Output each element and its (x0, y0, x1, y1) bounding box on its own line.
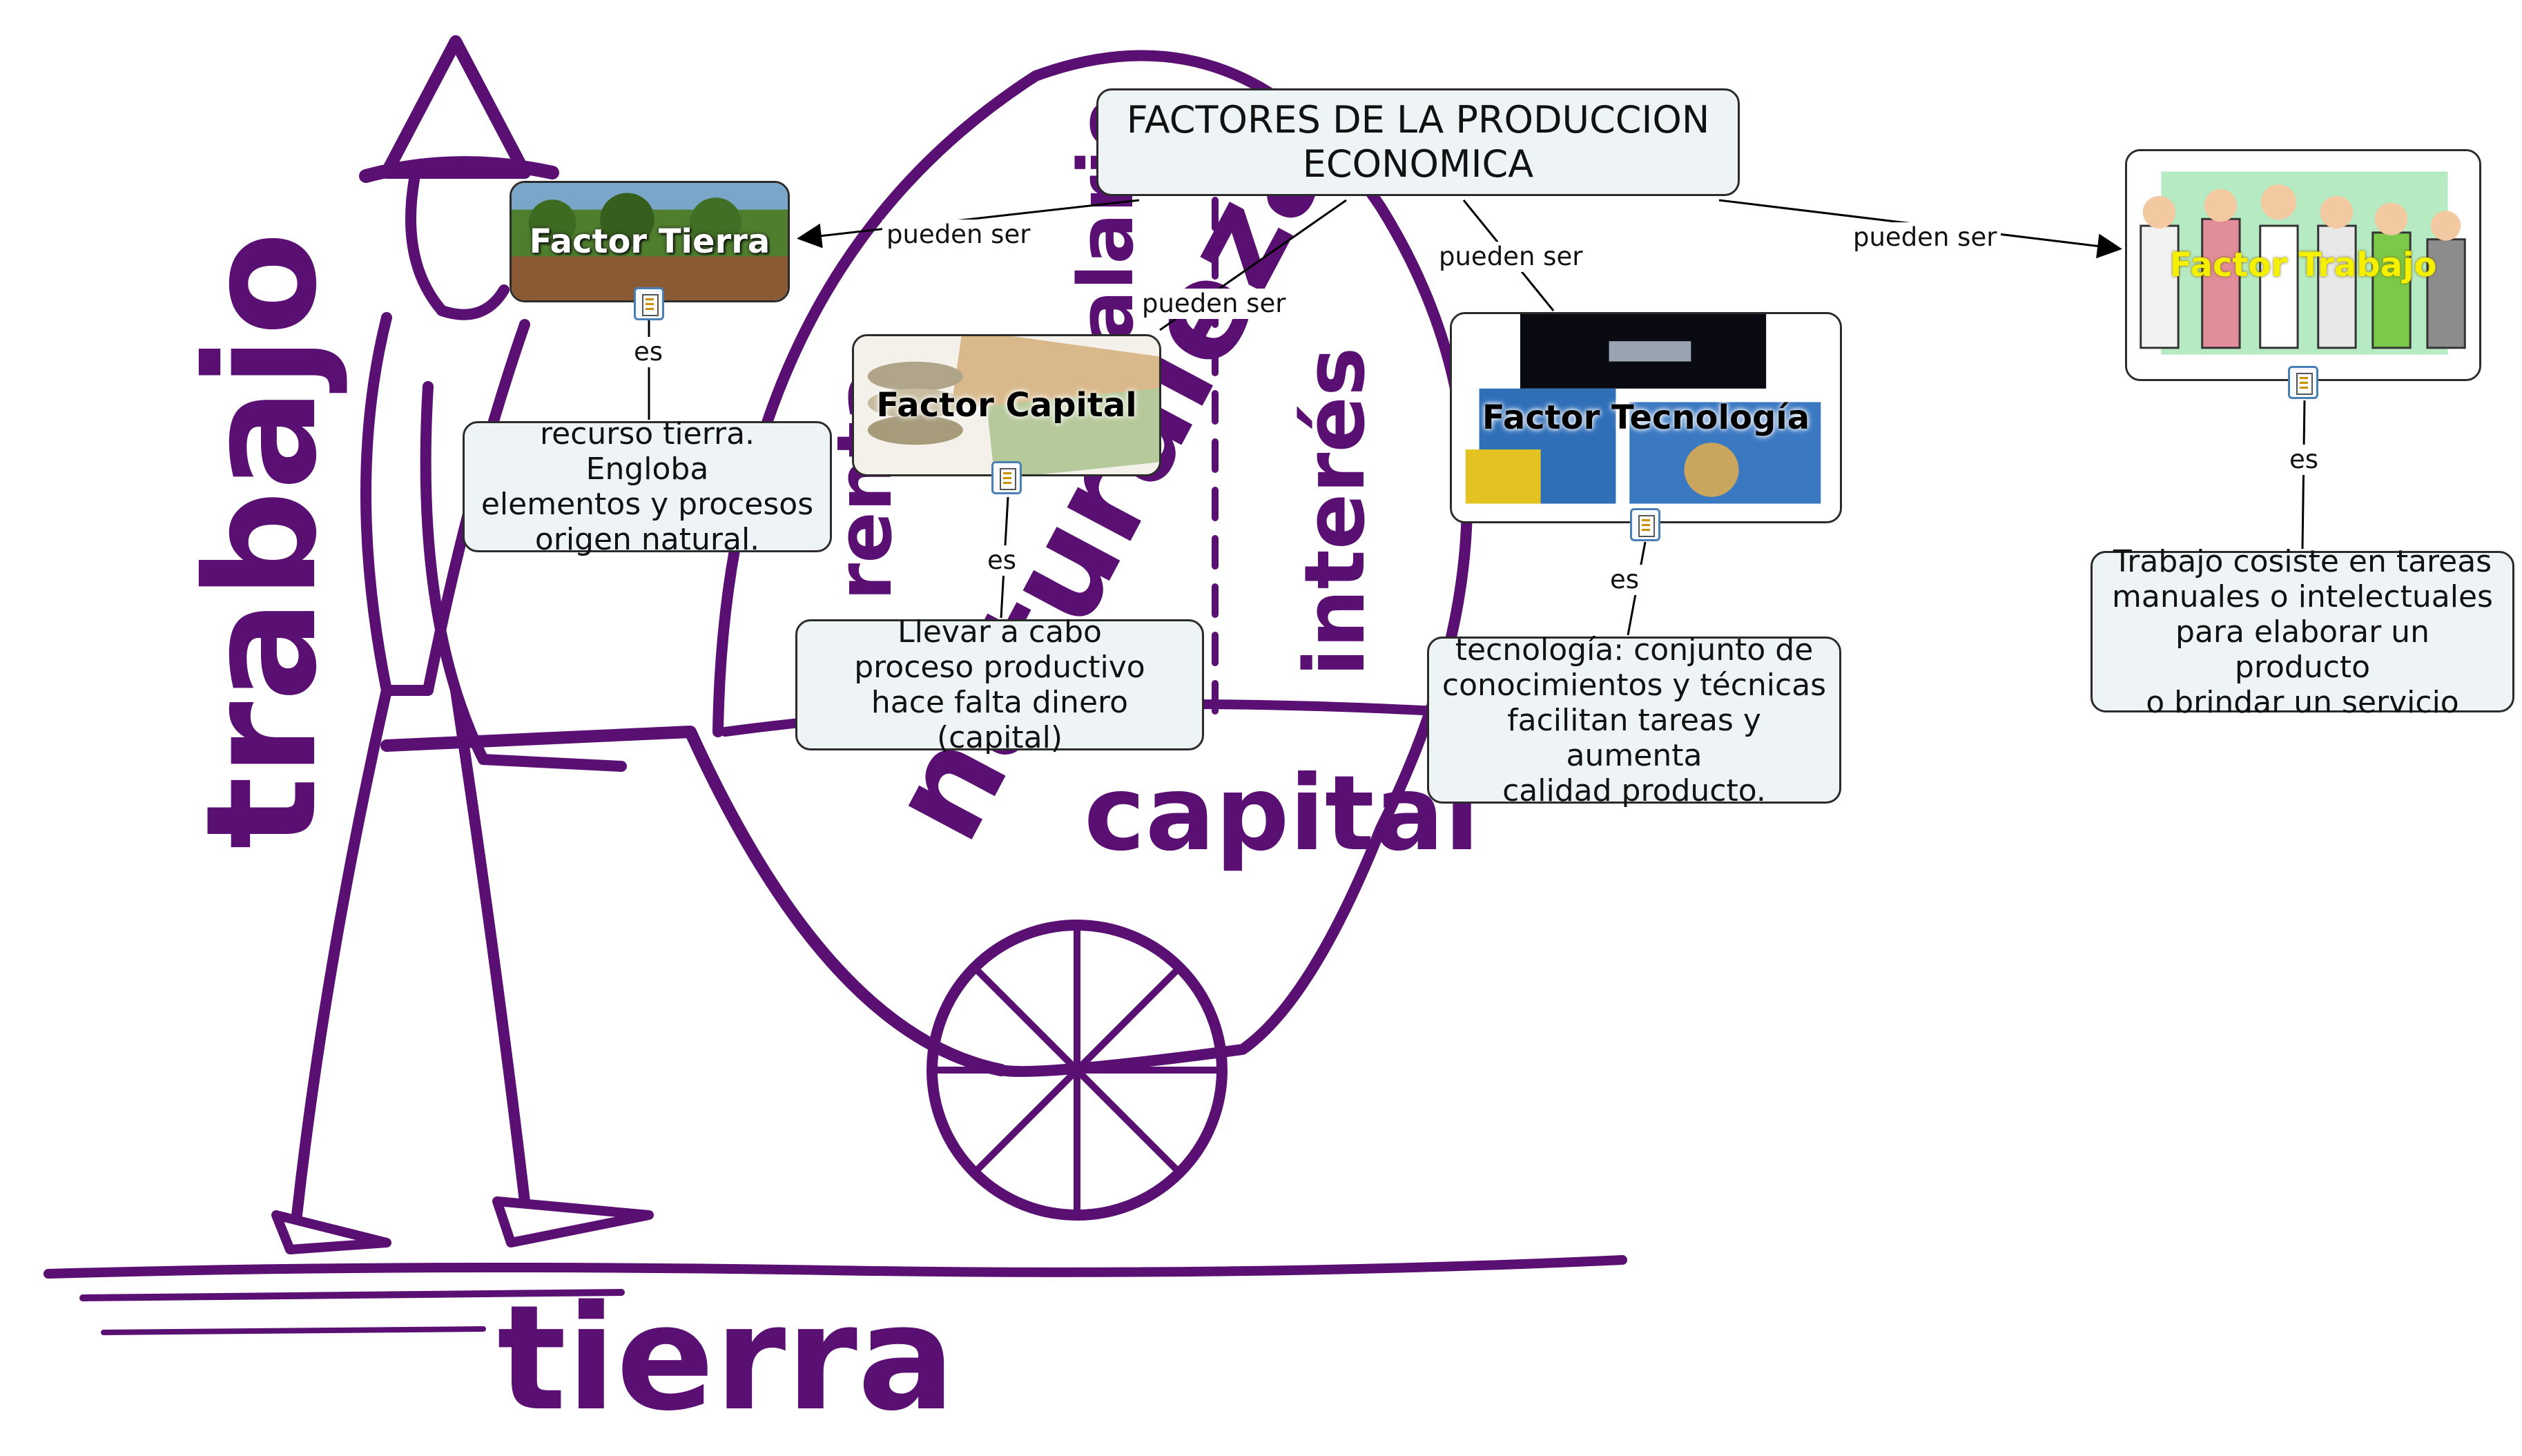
note-icon[interactable] (1630, 508, 1660, 541)
money-image (854, 336, 1159, 474)
tecnologia-description-node[interactable]: tecnología: conjunto de conocimientos y … (1427, 632, 1841, 808)
bg-word-interes: interés (1288, 347, 1384, 677)
capital-description-node[interactable]: Llevar a cabo proceso productivo hace fa… (795, 614, 1204, 755)
link-label-pueden-ser-capital: pueden ser (1138, 289, 1290, 319)
arm (420, 381, 627, 772)
bg-word-tierra: tierra (497, 1274, 956, 1443)
factor-tierra-node[interactable]: Factor Tierra (510, 181, 790, 302)
factor-trabajo-node[interactable]: Factor Trabajo (2125, 149, 2481, 381)
note-icon[interactable] (991, 461, 1022, 494)
note-icon[interactable] (634, 287, 664, 320)
factor-tecnologia-label: Factor Tecnología (1482, 398, 1810, 437)
bg-word-trabajo: trabajo (173, 231, 350, 849)
head (405, 174, 510, 320)
link-label-pueden-ser-tecnologia: pueden ser (1435, 242, 1587, 272)
link-label-es-tecnologia: es (1606, 565, 1644, 595)
leg-left (291, 685, 392, 1221)
hat-brim (359, 156, 559, 183)
ground-line (101, 1326, 486, 1335)
link-label-es-tierra: es (630, 337, 668, 367)
title-node[interactable]: FACTORES DE LA PRODUCCION ECONOMICA (1096, 88, 1740, 196)
tecnologia-description: tecnología: conjunto de conocimientos y … (1442, 632, 1827, 808)
tierra-description: recurso tierra. Engloba elementos y proc… (481, 416, 814, 557)
cart-body (712, 50, 1473, 1077)
factor-capital-node[interactable]: Factor Capital (852, 334, 1161, 476)
shoe-left (271, 1210, 391, 1254)
edge-title-tierra (797, 199, 1140, 249)
factor-tierra-label: Factor Tierra (529, 222, 770, 261)
link-label-es-capital: es (983, 545, 1021, 576)
cart-handle (380, 726, 1007, 1076)
tierra-description-node[interactable]: recurso tierra. Engloba elementos y proc… (463, 416, 832, 557)
trabajo-description: Trabajo cosiste en tareas manuales o int… (2112, 543, 2493, 720)
link-label-pueden-ser-tierra: pueden ser (882, 220, 1035, 250)
capital-description: Llevar a cabo proceso productivo hace fa… (854, 614, 1145, 755)
trabajo-description-node[interactable]: Trabajo cosiste en tareas manuales o int… (2091, 544, 2514, 720)
field-image (512, 183, 788, 300)
link-label-pueden-ser-trabajo: pueden ser (1849, 222, 2001, 253)
note-icon[interactable] (2288, 366, 2318, 399)
ground-line (79, 1289, 625, 1301)
hat (380, 35, 531, 179)
leg-right (450, 685, 530, 1207)
title-text: FACTORES DE LA PRODUCCION ECONOMICA (1126, 98, 1710, 186)
wheel-spokes (929, 922, 1225, 1219)
factor-tecnologia-node[interactable]: Factor Tecnología (1450, 312, 1842, 523)
workers-image (2127, 151, 2479, 379)
link-label-es-trabajo: es (2285, 445, 2323, 475)
shoe-right (492, 1196, 654, 1248)
ground-line (43, 1255, 1627, 1279)
bg-word-capital: capital (1084, 754, 1480, 874)
factor-capital-label: Factor Capital (876, 386, 1137, 425)
technology-image (1452, 314, 1840, 521)
factor-trabajo-label: Factor Trabajo (2169, 246, 2437, 284)
